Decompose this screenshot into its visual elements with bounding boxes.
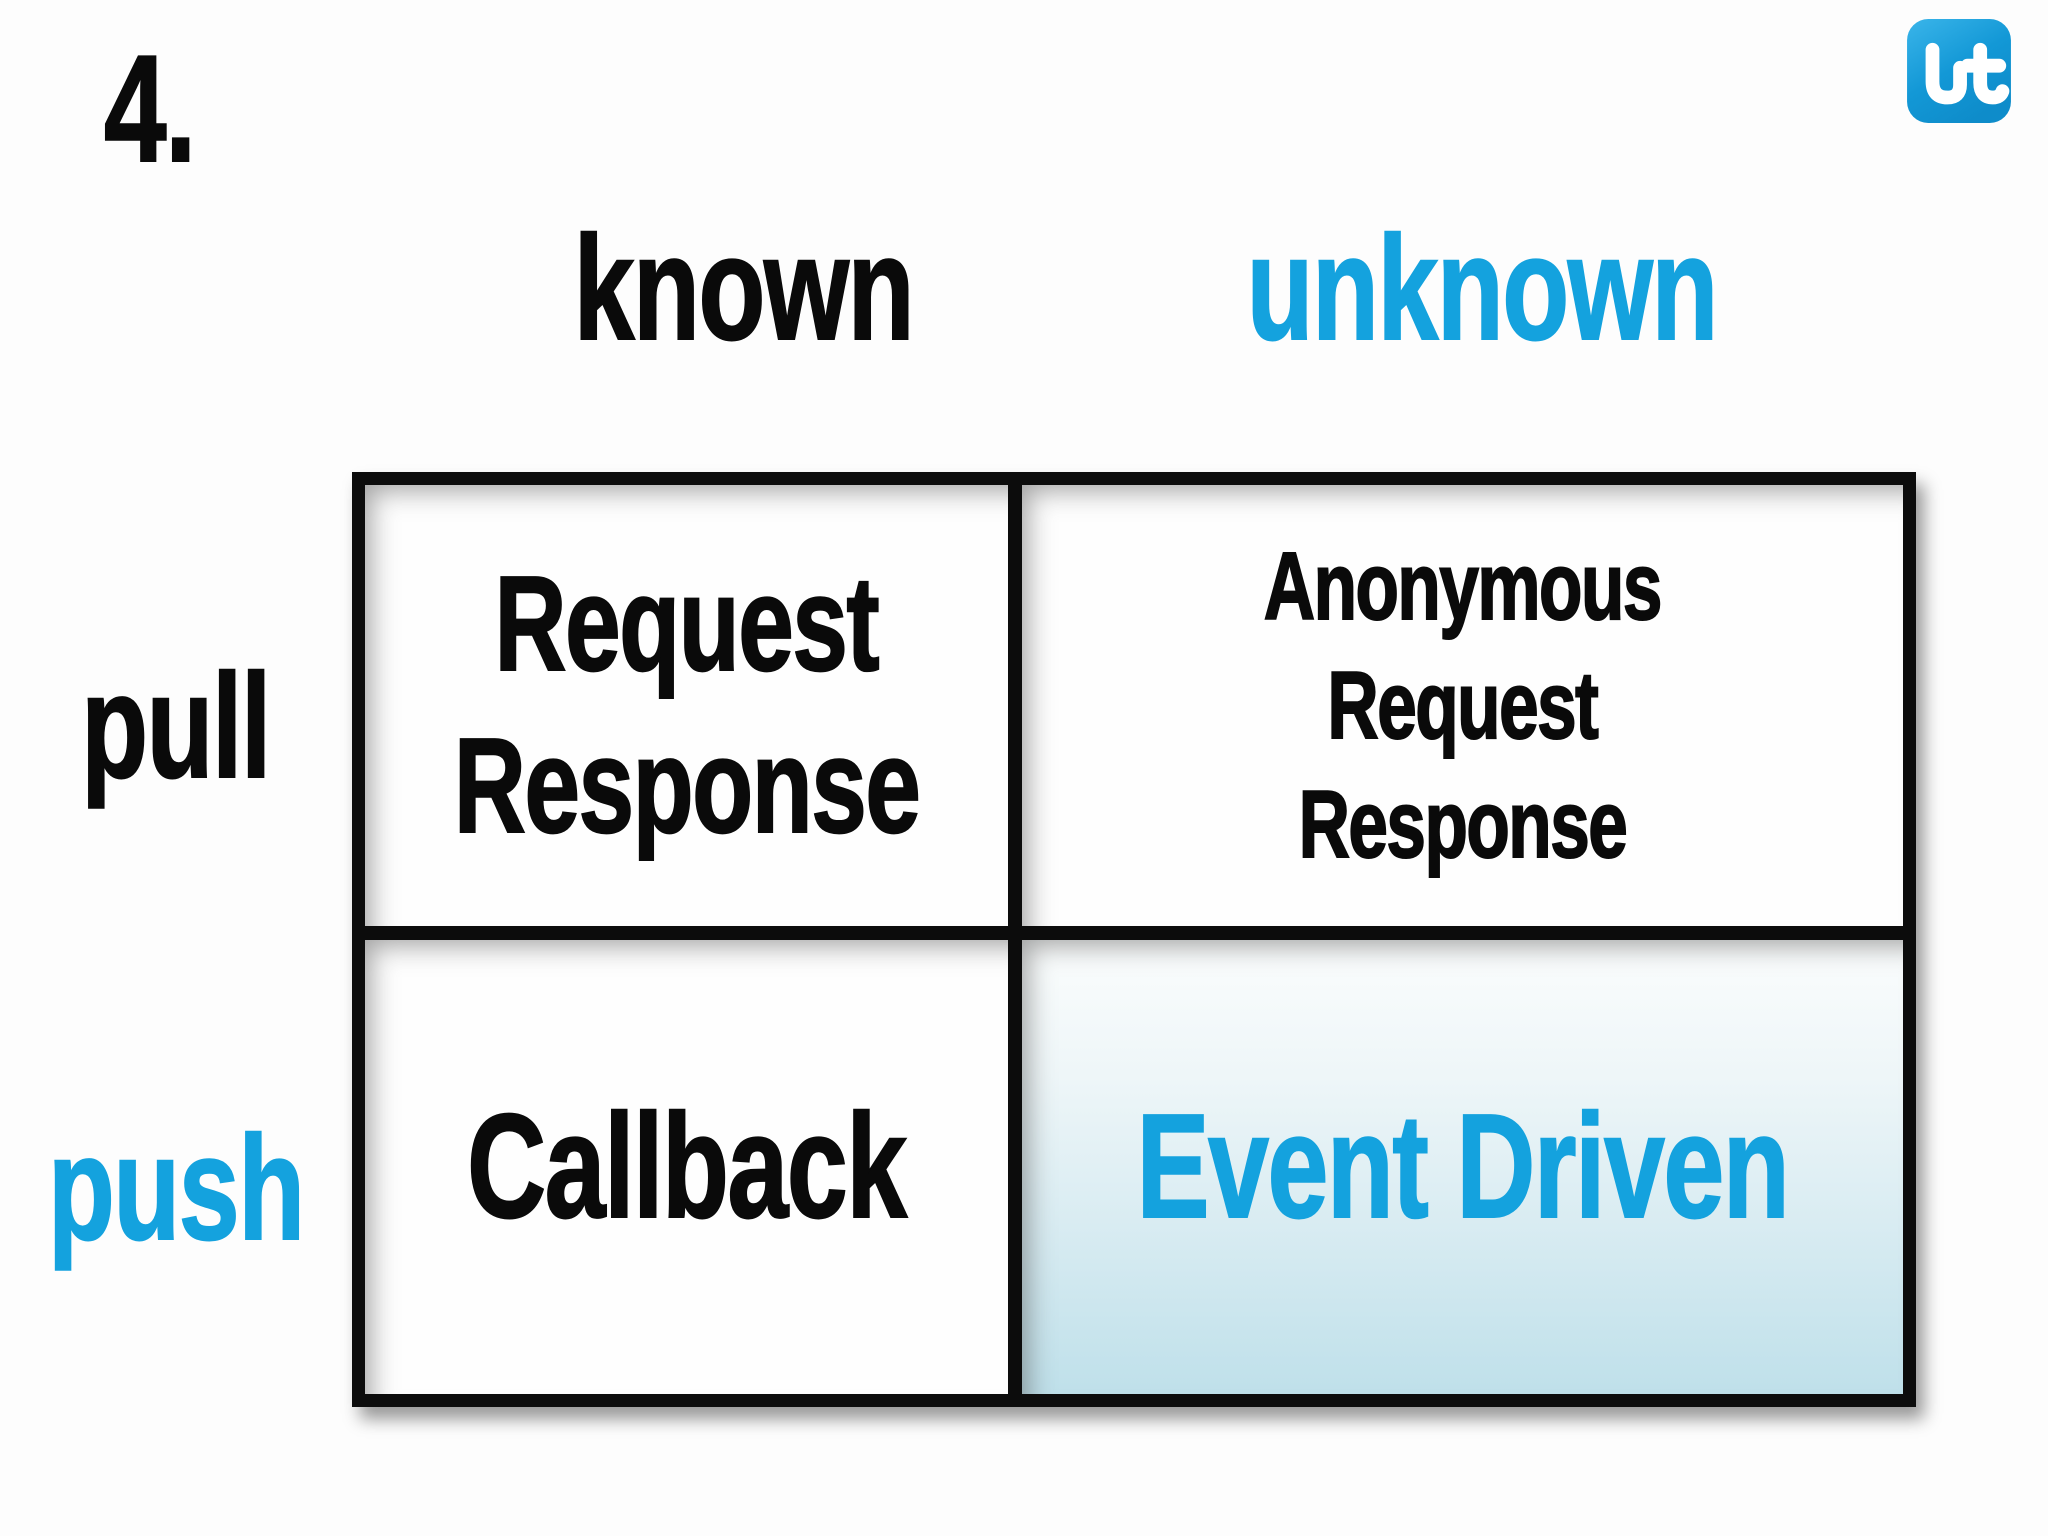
cell-push-unknown-line-1: Event Driven — [1136, 1083, 1791, 1249]
col-header-unknown: unknown — [1135, 204, 1916, 374]
cell-pull-unknown-line-2: Request — [1327, 651, 1600, 760]
page-number-text: 4. — [103, 24, 197, 194]
col-header-known-label: known — [573, 206, 915, 371]
cell-pull-unknown-line-3: Response — [1298, 770, 1629, 879]
cell-pull-known: Request Response — [365, 485, 1023, 940]
cell-pull-known-line-2: Response — [453, 709, 922, 862]
wt-logo-svg — [1907, 19, 2011, 123]
cell-pull-unknown-line-1: Anonymous — [1263, 532, 1663, 641]
page-number: 4. — [103, 22, 227, 197]
row-header-pull-label: pull — [81, 644, 273, 809]
wt-logo-icon — [1906, 18, 2012, 124]
cell-push-unknown: Event Driven — [1022, 939, 1903, 1394]
row-header-pull: pull — [0, 642, 352, 812]
cell-push-known-line-1: Callback — [467, 1083, 909, 1249]
cell-push-known: Callback — [365, 939, 1023, 1394]
cell-pull-unknown: Anonymous Request Response — [1022, 485, 1903, 940]
cell-pull-known-line-1: Request — [494, 547, 881, 700]
col-header-known: known — [352, 204, 1135, 374]
col-header-unknown-label: unknown — [1246, 206, 1719, 371]
row-header-push-label: push — [47, 1106, 306, 1271]
quadrant-matrix: Request Response Anonymous Request Respo… — [352, 472, 1916, 1407]
row-header-push: push — [0, 1104, 352, 1274]
